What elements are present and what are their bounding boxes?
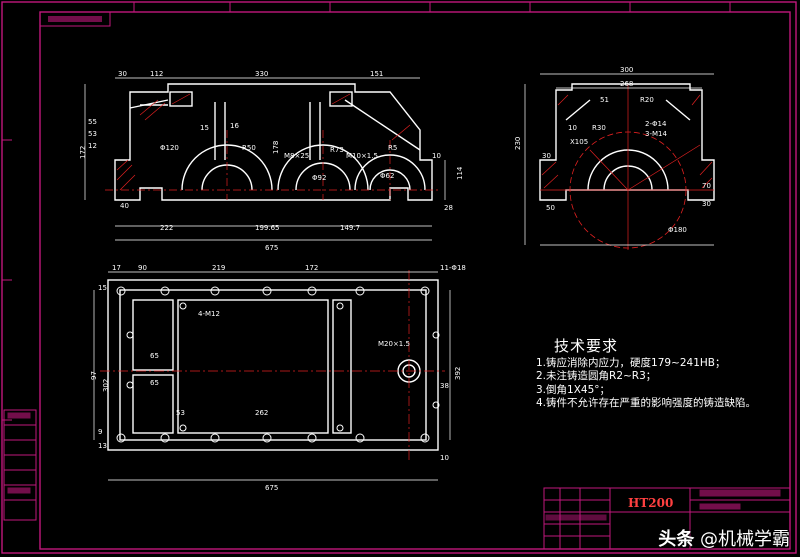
plan-dim-lines (93, 271, 451, 481)
plan-view (107, 279, 439, 451)
side-view-dims: 300 268 51 R20 10 R30 2-Φ14 3-M14 X105 2… (514, 66, 711, 234)
dim-text: Φ92 (312, 174, 326, 182)
tech-item: 3.倒角1X45°； (536, 383, 611, 396)
title-block (543, 487, 791, 550)
dim-text: 30 (542, 152, 551, 160)
dim-text: 51 (600, 96, 609, 104)
dim-text: 3-M14 (645, 130, 667, 138)
side-view-dim-lines (524, 73, 714, 246)
dim-text: 9 (98, 428, 102, 436)
dim-text: R30 (592, 124, 606, 132)
dim-text: 12 (88, 142, 97, 150)
dim-text: 112 (150, 70, 163, 78)
plan-centerlines (100, 270, 445, 460)
dim-text: M10×1.5 (346, 152, 378, 160)
dim-text: 675 (265, 484, 278, 492)
plan-view-dims: 17 90 219 172 11-Φ18 4-M12 65 65 53 262 … (90, 264, 466, 492)
dim-text: 262 (255, 409, 268, 417)
dim-text: 15 (200, 124, 209, 132)
dim-text: 199.65 (255, 224, 280, 232)
tech-item: 1.铸应消除内应力，硬度179~241HB； (536, 357, 726, 370)
dim-text: 675 (265, 244, 278, 252)
inner-frame (39, 11, 791, 550)
dim-text: 53 (88, 130, 97, 138)
dim-text: 230 (514, 137, 522, 150)
dim-text: 149.7 (340, 224, 360, 232)
watermark-handle: @机械学霸 (700, 529, 790, 550)
dim-text: Φ62 (380, 172, 394, 180)
dim-text: Φ180 (668, 226, 687, 234)
dim-text: 65 (150, 379, 159, 387)
dim-text: 172 (79, 146, 87, 159)
dim-text: 50 (546, 204, 555, 212)
dim-text: 40 (120, 202, 129, 210)
tech-title: 技术要求 (554, 337, 619, 355)
technical-requirements: 技术要求 1.铸应消除内应力，硬度179~241HB； 2.未注铸造圆角R2~R… (536, 337, 757, 410)
dim-text: M20×1.5 (378, 340, 410, 348)
dim-text: 172 (305, 264, 318, 272)
dim-text: 97 (90, 371, 98, 380)
dim-text: 268 (620, 80, 633, 88)
dim-text: 2-Φ14 (645, 120, 667, 128)
plan-bolt-holes (116, 286, 440, 443)
dim-text: R50 (242, 144, 256, 152)
left-margin-strip (3, 409, 37, 521)
dim-text: 17 (112, 264, 121, 272)
front-view-hatch (116, 93, 411, 191)
zone-ticks (2, 2, 731, 421)
dim-text: 178 (272, 141, 280, 154)
side-view-centerlines (540, 84, 714, 250)
front-view (114, 83, 433, 201)
dim-text: 392 (454, 367, 462, 380)
dim-text: R73 (330, 146, 344, 154)
dim-text: 222 (160, 224, 173, 232)
dim-text: 65 (150, 352, 159, 360)
material-label: HT200 (628, 496, 674, 510)
drawing-number-box (39, 11, 111, 27)
dim-text: 16 (230, 122, 239, 130)
dim-text: 90 (138, 264, 147, 272)
tech-item: 4.铸件不允许存在严重的影响强度的铸造缺陷。 (536, 396, 757, 409)
watermark: 头条 @机械学霸 (658, 525, 790, 551)
dim-text: 10 (568, 124, 577, 132)
dim-text: 30 (118, 70, 127, 78)
tech-item: 2.未注铸造圆角R2~R3； (536, 370, 657, 383)
watermark-platform: 头条 (658, 529, 695, 550)
dim-text: 55 (88, 118, 97, 126)
dim-text: 38 (440, 382, 449, 390)
dim-text: 70 (702, 182, 711, 190)
dim-text: Φ120 (160, 144, 179, 152)
dim-text: 28 (444, 204, 453, 212)
dim-text: 10 (432, 152, 441, 160)
dim-text: 151 (370, 70, 383, 78)
dim-text: X105 (570, 138, 588, 146)
dim-text: 300 (620, 66, 633, 74)
side-view-hatch (541, 94, 713, 189)
front-view-centerlines (105, 130, 440, 200)
dim-text: 330 (255, 70, 268, 78)
dim-text: 219 (212, 264, 225, 272)
dim-text: 11-Φ18 (440, 264, 466, 272)
dim-text: 10 (440, 454, 449, 462)
dim-text: 114 (456, 166, 464, 180)
side-view (539, 83, 715, 249)
dim-text: 15 (98, 284, 107, 292)
dim-text: 302 (102, 379, 110, 392)
dim-text: R20 (640, 96, 654, 104)
dim-text: M8×25 (284, 152, 309, 160)
dim-text: 30 (702, 200, 711, 208)
front-view-dim-lines (84, 77, 446, 241)
dim-text: R5 (388, 144, 397, 152)
dim-text: 4-M12 (198, 310, 220, 318)
front-view-dims: 30 112 330 151 172 55 53 12 15 16 R50 R7… (79, 70, 464, 252)
dim-text: 13 (98, 442, 107, 450)
dim-text: 53 (176, 409, 185, 417)
